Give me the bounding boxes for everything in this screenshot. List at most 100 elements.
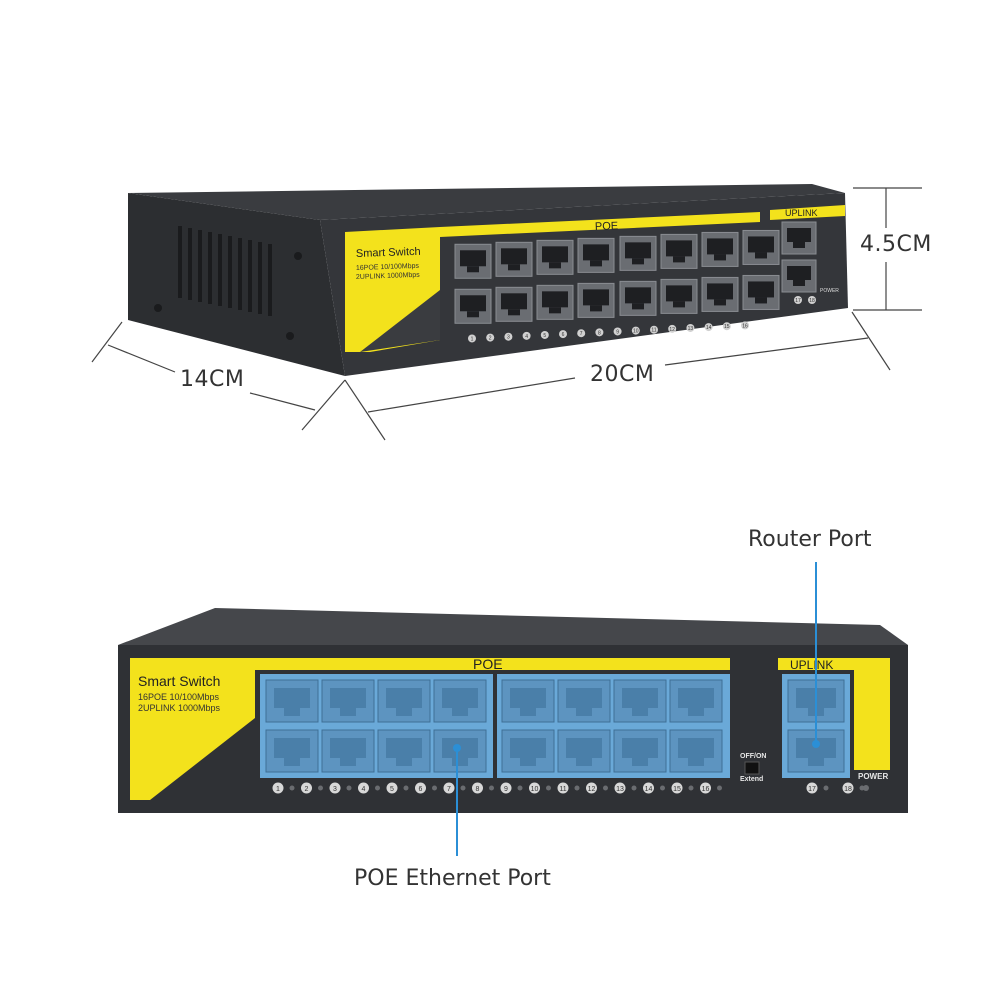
- poe-ethernet-port[interactable]: [501, 729, 555, 773]
- port-number-badge-perspective: 17: [794, 296, 802, 304]
- port-number-text: 8: [598, 330, 601, 336]
- poe-ethernet-port-perspective[interactable]: [701, 231, 739, 267]
- front-brand-text: Smart Switch: [356, 246, 421, 260]
- router-uplink-port[interactable]: [787, 729, 845, 773]
- port-led: [517, 785, 523, 791]
- side-vents: [178, 226, 272, 316]
- port-led: [546, 785, 551, 791]
- poe-ethernet-port[interactable]: [265, 679, 319, 723]
- front-view-poe-band: [255, 658, 730, 670]
- router-uplink-port-perspective[interactable]: [781, 221, 817, 255]
- front-view-switch-top: OFF/ON: [740, 753, 766, 760]
- poe-ethernet-port-perspective[interactable]: [577, 237, 615, 273]
- poe-port-grid: [260, 674, 730, 778]
- front-dark-wedge: [360, 290, 440, 352]
- port-number-badge-perspective: 4: [522, 331, 531, 340]
- front-poe-text: POE: [595, 220, 619, 233]
- poe-ethernet-port[interactable]: [613, 679, 667, 723]
- poe-ethernet-port-perspective[interactable]: [495, 286, 533, 322]
- port-led: [823, 785, 829, 791]
- port-led: [460, 785, 466, 791]
- port-number-text: 14: [645, 786, 653, 793]
- poe-ethernet-port-perspective[interactable]: [701, 276, 739, 312]
- front-uplink-ports: [781, 221, 817, 293]
- poe-ethernet-port[interactable]: [321, 679, 375, 723]
- poe-ethernet-port[interactable]: [669, 679, 723, 723]
- port-number-badge-perspective: 16: [741, 321, 749, 330]
- poe-ethernet-port-perspective[interactable]: [454, 243, 492, 279]
- port-number-text: 15: [724, 324, 730, 330]
- front-poe-band: [440, 212, 760, 237]
- poe-ethernet-port[interactable]: [321, 729, 375, 773]
- poe-ethernet-port[interactable]: [613, 729, 667, 773]
- poe-ethernet-port-perspective[interactable]: [536, 284, 574, 320]
- port-number-badge-perspective: 13: [686, 323, 695, 332]
- width-dimension-label: 20CM: [590, 362, 655, 387]
- port-number-badge: 17: [806, 782, 818, 794]
- port-number-badge-perspective: 8: [595, 328, 604, 337]
- port-number-badge: 12: [586, 782, 597, 794]
- port-number-text: 17: [808, 786, 816, 793]
- port-number-text: 16: [742, 323, 748, 329]
- port-led: [574, 785, 580, 791]
- port-number-text: 6: [419, 786, 423, 793]
- port-number-badge: 10: [529, 782, 540, 794]
- poe-ethernet-port-perspective[interactable]: [619, 280, 657, 316]
- port-number-badge: 1: [272, 782, 284, 794]
- switch-side-panel: [128, 193, 345, 376]
- poe-ethernet-port-perspective[interactable]: [495, 241, 533, 277]
- front-view-poe-text: POE: [473, 656, 503, 672]
- port-led: [432, 785, 437, 791]
- poe-ethernet-port[interactable]: [265, 729, 319, 773]
- port-number-text: 5: [390, 786, 394, 793]
- port-number-badge-perspective: 9: [613, 327, 622, 336]
- port-number-badge-perspective: 15: [722, 322, 731, 331]
- poe-ethernet-port[interactable]: [557, 679, 611, 723]
- port-number-text: 2: [489, 336, 492, 342]
- port-number-text: 10: [633, 329, 639, 335]
- router-port-label: Router Port: [748, 527, 872, 552]
- port-number-text: 2: [305, 786, 309, 793]
- front-view-spec-2: 2UPLINK 1000Mbps: [138, 703, 221, 713]
- front-uplink-band: [770, 205, 845, 220]
- poe-ethernet-port-perspective[interactable]: [660, 278, 698, 314]
- port-number-text: 14: [706, 325, 712, 331]
- poe-ethernet-port[interactable]: [433, 729, 487, 773]
- poe-ethernet-port-perspective[interactable]: [742, 229, 780, 265]
- poe-ethernet-port-perspective[interactable]: [536, 239, 574, 275]
- port-led: [631, 785, 637, 791]
- port-led: [289, 785, 295, 791]
- port-number-badge: 11: [557, 782, 569, 794]
- front-view-uplink-right-yellow: [854, 670, 890, 770]
- poe-ethernet-port[interactable]: [377, 679, 431, 723]
- poe-ethernet-port-perspective[interactable]: [454, 288, 492, 324]
- poe-ethernet-port-label: POE Ethernet Port: [354, 866, 551, 891]
- front-port-grid: [454, 229, 780, 324]
- port-number-badge-perspective: 18: [808, 296, 816, 304]
- poe-ethernet-port-perspective[interactable]: [660, 233, 698, 269]
- poe-ethernet-port[interactable]: [669, 729, 723, 773]
- poe-ethernet-port-perspective[interactable]: [577, 282, 615, 318]
- port-number-badge-perspective: 10: [631, 326, 640, 335]
- poe-ethernet-port-perspective[interactable]: [742, 274, 780, 310]
- poe-ethernet-port-perspective[interactable]: [619, 235, 657, 271]
- port-number-text: 13: [688, 326, 694, 332]
- front-view-spec-1: 16POE 10/100Mbps: [138, 692, 220, 702]
- port-number-text: 7: [447, 786, 451, 793]
- poe-ethernet-port[interactable]: [501, 679, 555, 723]
- poe-ethernet-port[interactable]: [557, 729, 611, 773]
- port-number-badge: 14: [643, 782, 654, 794]
- router-uplink-port-perspective[interactable]: [781, 259, 817, 293]
- port-number-badge: 5: [386, 782, 398, 794]
- front-view-brand-text: Smart Switch: [138, 673, 220, 689]
- port-number-text: 16: [702, 786, 710, 793]
- poe-ethernet-port[interactable]: [377, 729, 431, 773]
- front-view-uplink-text: UPLINK: [790, 658, 833, 672]
- extend-toggle-switch[interactable]: [744, 761, 760, 775]
- poe-ethernet-port[interactable]: [433, 679, 487, 723]
- port-number-text: 7: [580, 331, 583, 337]
- front-view-switch-bottom: Extend: [740, 776, 763, 783]
- port-number-badge-perspective: 7: [577, 329, 586, 338]
